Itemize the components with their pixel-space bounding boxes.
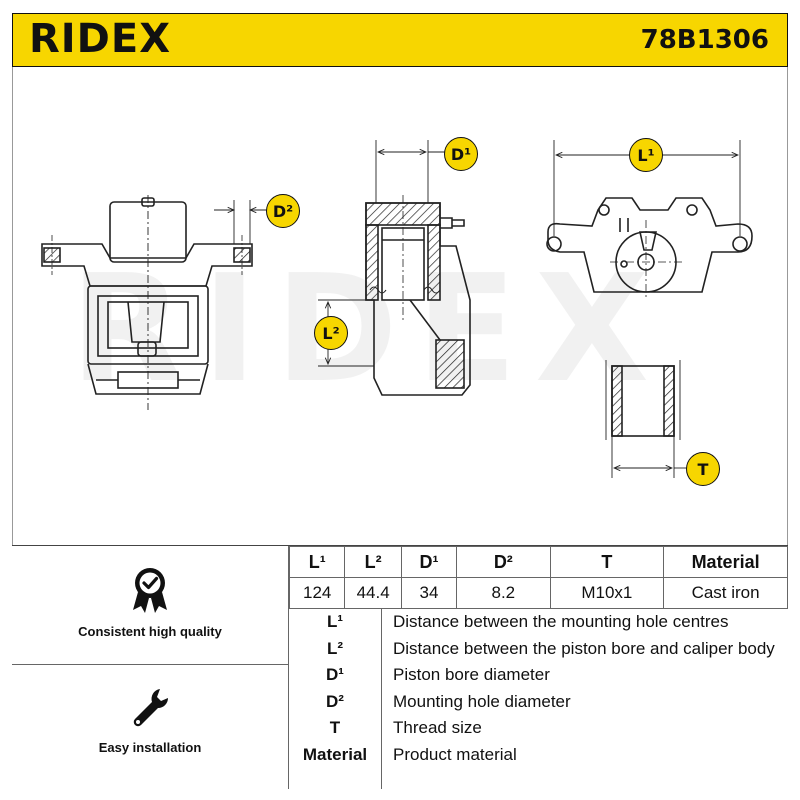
legend-row: Material Product material <box>289 742 788 769</box>
dimension-tag-t: T <box>686 452 720 486</box>
legend-row: L¹ Distance between the mounting hole ce… <box>289 609 788 636</box>
part-number: 78B1306 <box>640 25 769 55</box>
spec-header: T <box>549 546 665 578</box>
top-view <box>546 197 753 300</box>
divider <box>288 546 289 789</box>
legend-row: L² Distance between the piston bore and … <box>289 636 788 663</box>
spec-header: Material <box>663 546 788 578</box>
spec-header: D¹ <box>400 546 458 578</box>
feature-installation: Easy installation <box>12 686 288 755</box>
feature-label: Easy installation <box>98 740 202 755</box>
dimension-tag-l2: L² <box>314 316 348 350</box>
spec-value: 44.4 <box>344 577 402 609</box>
wrench-icon <box>133 689 168 727</box>
legend-key: D¹ <box>326 665 344 685</box>
legend-key: Material <box>302 744 368 764</box>
watermark: RIDEX <box>70 243 668 415</box>
spec-value-row: 124 44.4 34 8.2 M10x1 Cast iron <box>288 577 788 609</box>
spec-header: L¹ <box>288 546 346 578</box>
feature-quality: Consistent high quality <box>12 566 288 639</box>
threaded-sleeve <box>605 360 681 440</box>
caliper-technical-drawing <box>41 140 753 478</box>
legend-text: Product material <box>393 744 517 764</box>
header-bar: RIDEX 78B1306 <box>12 13 788 67</box>
legend-text: Distance between the piston bore and cal… <box>393 638 775 658</box>
divider <box>381 609 382 789</box>
d1-dimension <box>375 140 446 203</box>
legend-key: L¹ <box>326 612 344 631</box>
front-view <box>41 195 253 410</box>
drawing-frame <box>12 67 788 545</box>
dimension-tag-d2: D² <box>266 194 300 228</box>
spec-value: 124 <box>288 577 346 609</box>
dimension-tag-l1: L¹ <box>629 138 663 172</box>
brand-logo: RIDEX <box>29 16 172 62</box>
spec-header-row: L¹ L² D¹ D² T Material <box>288 546 788 578</box>
legend-key: T <box>329 718 341 738</box>
legend-text: Distance between the mounting hole centr… <box>393 612 729 631</box>
t-dimension <box>611 436 688 478</box>
legend-text: Piston bore diameter <box>393 665 550 685</box>
divider <box>12 664 288 665</box>
legend-row: D¹ Piston bore diameter <box>289 662 788 689</box>
legend: L¹ Distance between the mounting hole ce… <box>289 609 788 769</box>
dimension-tag-d1: D¹ <box>444 137 478 171</box>
spec-value: M10x1 <box>549 577 665 609</box>
legend-row: T Thread size <box>289 715 788 742</box>
spec-header: L² <box>344 546 402 578</box>
legend-text: Mounting hole diameter <box>393 691 571 711</box>
legend-row: D² Mounting hole diameter <box>289 689 788 716</box>
spec-value: 8.2 <box>456 577 551 609</box>
feature-label: Consistent high quality <box>78 624 222 639</box>
quality-badge-icon <box>133 568 167 613</box>
legend-key: L² <box>326 638 344 658</box>
spec-section: Consistent high quality Easy installatio… <box>12 545 788 789</box>
side-section-view <box>365 195 471 396</box>
legend-key: D² <box>326 691 344 711</box>
spec-value: Cast iron <box>663 577 788 609</box>
legend-text: Thread size <box>393 718 482 738</box>
spec-table: L¹ L² D¹ D² T Material 124 44.4 34 8.2 M… <box>288 546 788 609</box>
spec-header: D² <box>456 546 551 578</box>
spec-value: 34 <box>400 577 458 609</box>
